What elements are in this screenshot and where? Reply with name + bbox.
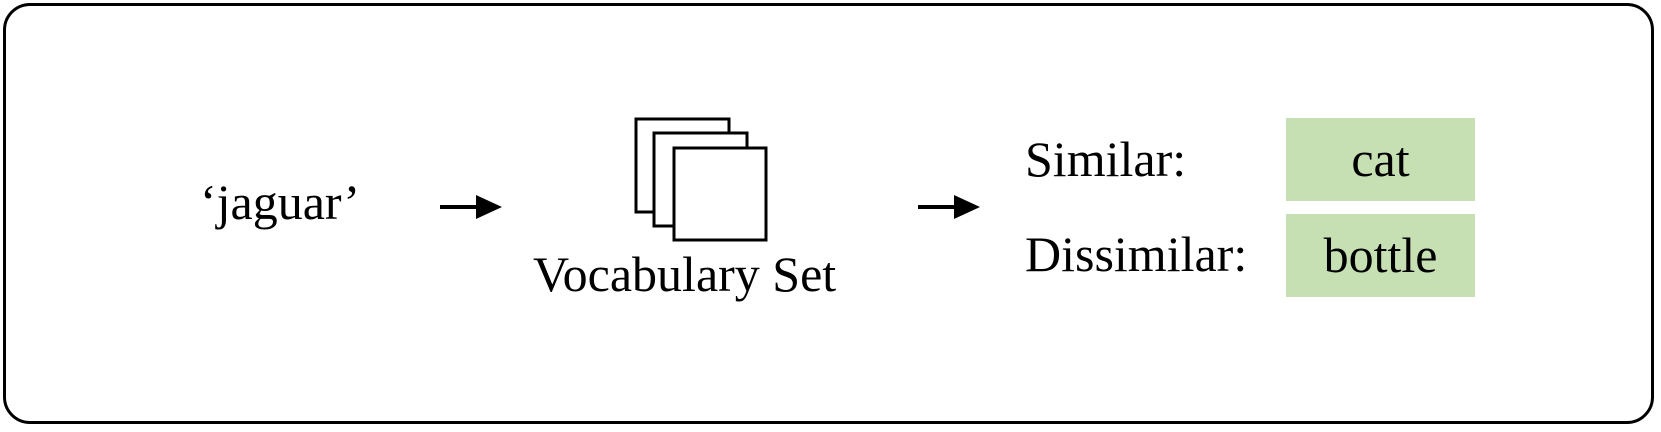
similar-label: Similar: xyxy=(1025,131,1187,187)
document-stack-icon xyxy=(634,117,768,242)
query-word: ‘jaguar’ xyxy=(200,174,361,230)
similar-result-box: cat xyxy=(1286,118,1475,201)
vocabulary-set-label: Vocabulary Set xyxy=(533,246,837,302)
diagram-frame xyxy=(3,3,1654,424)
dissimilar-result-box: bottle xyxy=(1286,214,1475,297)
arrow-right-icon xyxy=(918,195,980,219)
arrow-right-icon xyxy=(440,195,502,219)
dissimilar-label: Dissimilar: xyxy=(1025,226,1248,282)
